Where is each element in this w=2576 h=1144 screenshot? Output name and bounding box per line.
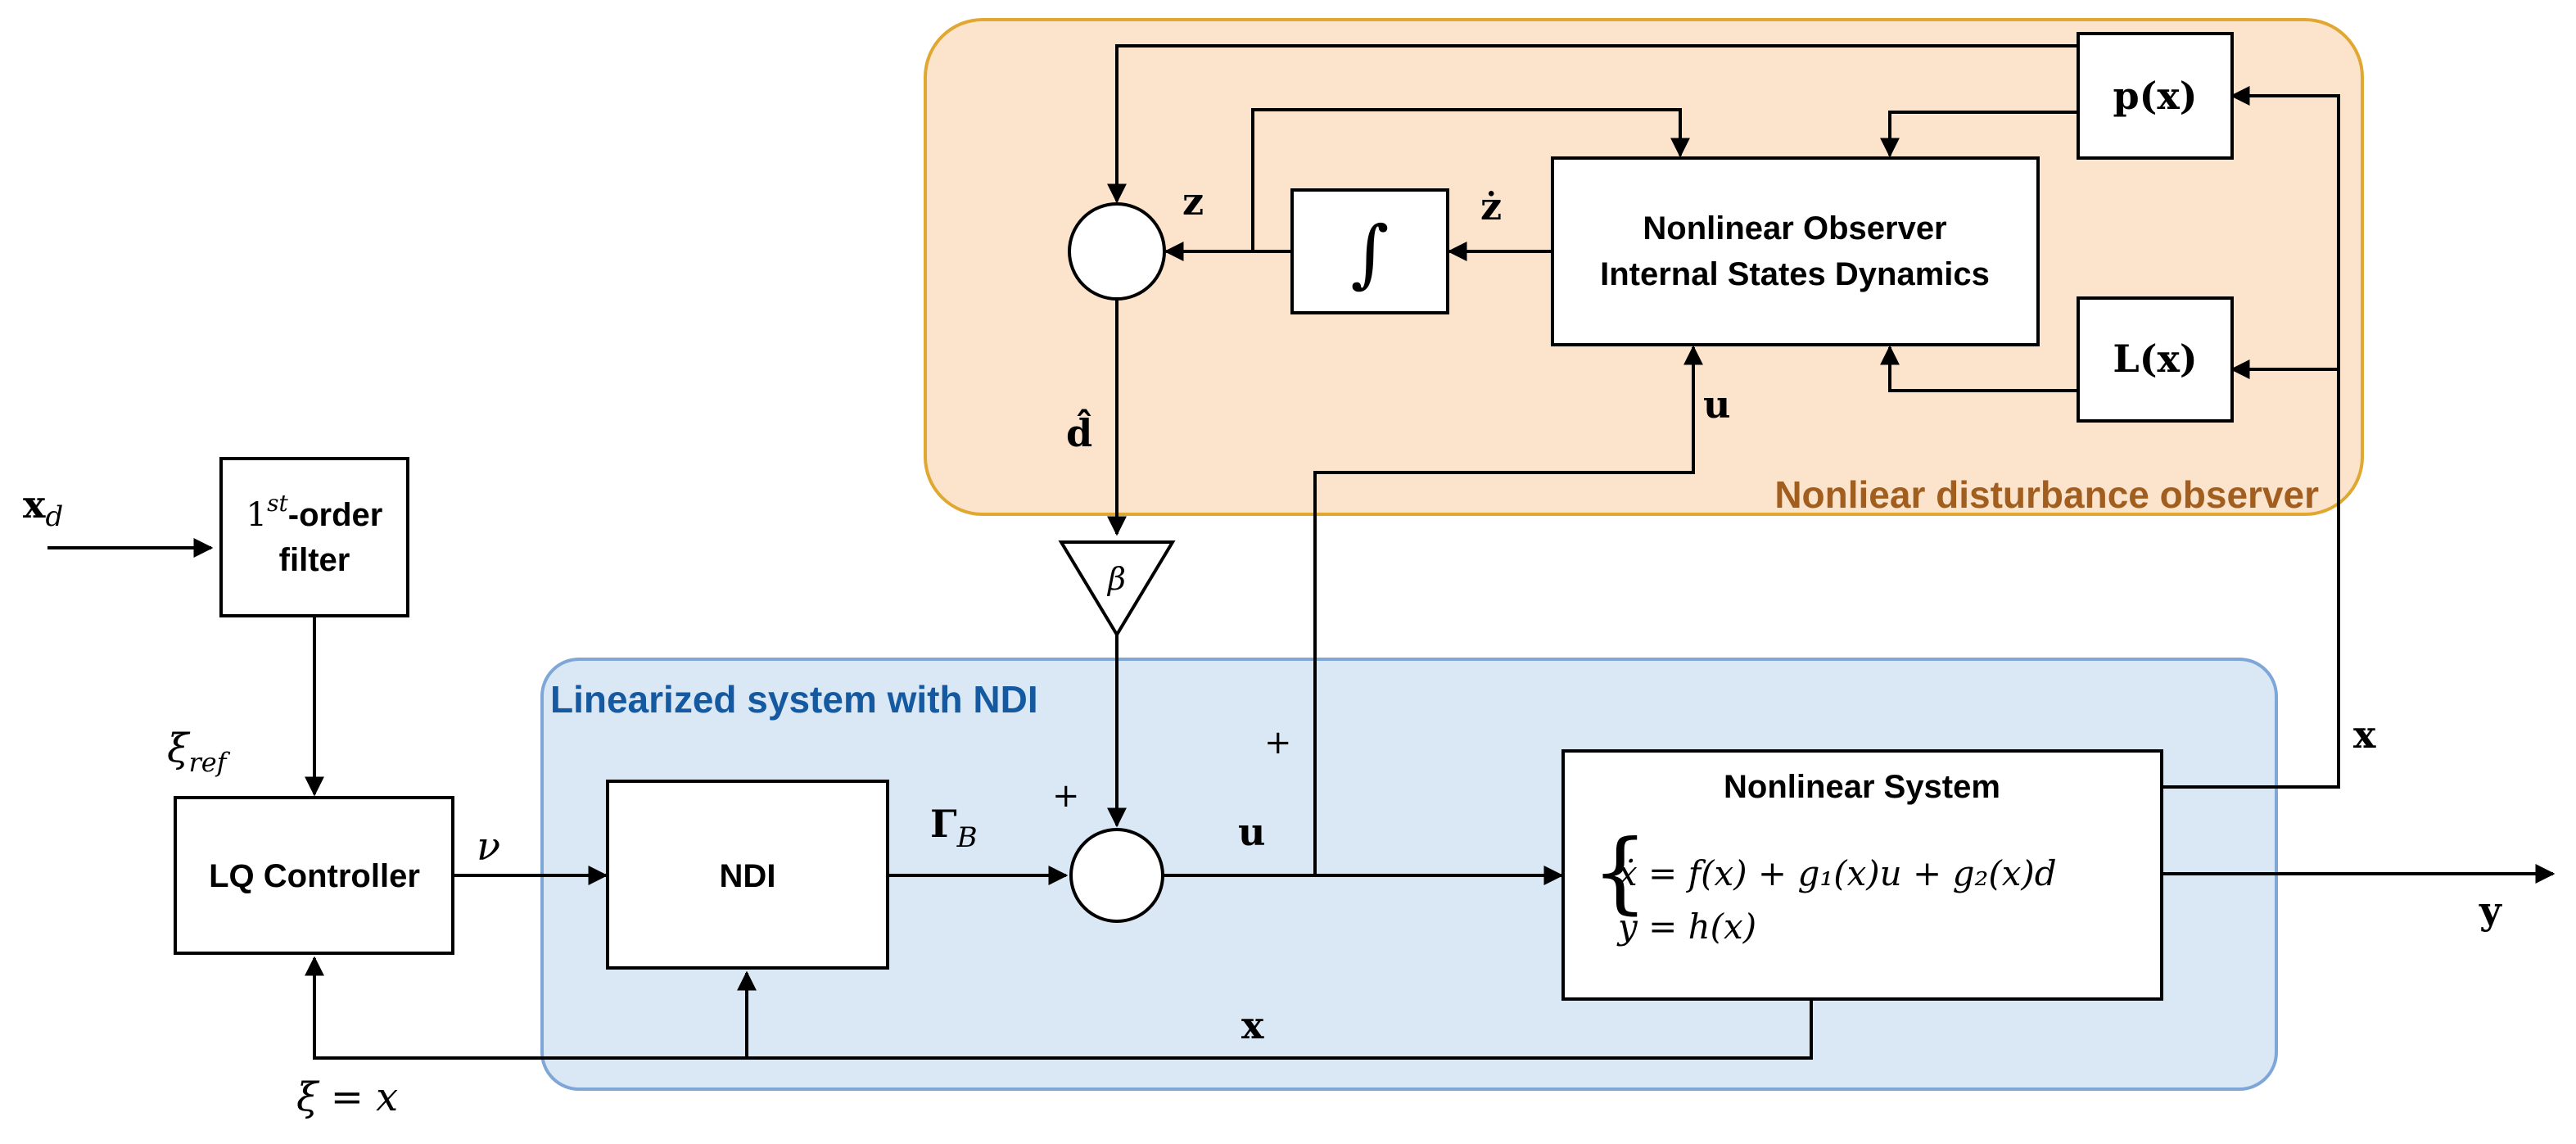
signal-xi-eq-label: ξ = x bbox=[296, 1074, 398, 1120]
observer-dynamics-line1: Nonlinear Observer bbox=[1643, 210, 1946, 246]
filter-order-suffix: -order bbox=[288, 497, 383, 533]
summing-junction-main bbox=[1069, 828, 1164, 923]
filter-block: 1st-order filter bbox=[219, 457, 409, 617]
signal-xi-ref-subscript: ref bbox=[188, 747, 230, 778]
lx-label: L(x) bbox=[2113, 337, 2197, 381]
integrator-block: ∫ bbox=[1290, 188, 1449, 314]
wire-px-to-zsum bbox=[1107, 44, 2078, 204]
signal-y-label: y bbox=[2479, 889, 2502, 933]
signal-x-bottom-label: x bbox=[1241, 1003, 1264, 1047]
sum-plus-top: + bbox=[1264, 724, 1292, 762]
signal-xd-label: xd bbox=[23, 482, 63, 533]
signal-xd-main: x bbox=[23, 482, 46, 527]
signal-u-main-label: u bbox=[1238, 810, 1265, 854]
linearized-region-title: Linearized system with NDI bbox=[550, 678, 1038, 721]
signal-nu-label: ν bbox=[477, 824, 500, 870]
signal-xd-subscript: d bbox=[45, 500, 63, 533]
wire-z-to-observer bbox=[1251, 108, 1690, 251]
wire-x-feedback-bottom bbox=[305, 956, 1813, 1060]
ndi-label: NDI bbox=[720, 858, 776, 894]
wire-lx-to-observer bbox=[1880, 345, 2078, 392]
svg-text:1st-order: 1st-order bbox=[246, 490, 383, 534]
filter-label-line2: filter bbox=[279, 542, 350, 578]
wire-x-to-px bbox=[2162, 86, 2340, 789]
beta-gain-block: β bbox=[1058, 540, 1176, 638]
signal-zdot-label: ż bbox=[1480, 184, 1502, 228]
signal-z-label: z bbox=[1182, 179, 1204, 224]
beta-label: β bbox=[1106, 561, 1126, 597]
wire-u-to-observer bbox=[1313, 345, 1703, 875]
summing-junction-z bbox=[1068, 202, 1166, 301]
signal-xi-ref-main: ξ bbox=[167, 726, 191, 771]
nonlinear-system-block: Nonlinear System { ẋ = f(x) + g₁(x)u + g… bbox=[1561, 749, 2163, 1001]
filter-order-superscript: st bbox=[267, 490, 288, 517]
equation-brace: { bbox=[1592, 821, 1648, 924]
nonlinear-system-title: Nonlinear System bbox=[1724, 769, 2000, 805]
signal-gamma-subscript: B bbox=[956, 821, 978, 854]
signal-gamma-main: Γ bbox=[930, 802, 957, 846]
filter-order-number: 1 bbox=[246, 496, 267, 534]
lq-controller-block: LQ Controller bbox=[174, 796, 454, 955]
signal-u-observer-label: u bbox=[1703, 382, 1730, 427]
px-block: p(x) bbox=[2077, 32, 2234, 160]
integral-symbol: ∫ bbox=[1351, 210, 1390, 296]
sum-plus-left: + bbox=[1052, 777, 1080, 815]
system-equation-output: y = h(x) bbox=[1616, 907, 1756, 947]
observer-dynamics-line2: Internal States Dynamics bbox=[1600, 256, 1990, 292]
signal-gamma-label: ΓB bbox=[930, 802, 978, 854]
lq-controller-label: LQ Controller bbox=[209, 858, 420, 894]
system-equation-state: ẋ = f(x) + g₁(x)u + g₂(x)d bbox=[1618, 853, 2057, 893]
ndi-block: NDI bbox=[606, 780, 889, 970]
observer-region-title: Nonliear disturbance observer bbox=[1774, 473, 2319, 516]
observer-dynamics-block: Nonlinear Observer Internal States Dynam… bbox=[1551, 156, 2040, 346]
signal-dhat-label: d̂ bbox=[1066, 409, 1092, 455]
signal-x-right-label: x bbox=[2353, 712, 2376, 757]
px-label: p(x) bbox=[2113, 74, 2197, 118]
wire-px-to-observer bbox=[1880, 111, 2078, 158]
signal-xi-ref-label: ξref bbox=[167, 726, 231, 778]
lx-block: L(x) bbox=[2077, 296, 2234, 423]
